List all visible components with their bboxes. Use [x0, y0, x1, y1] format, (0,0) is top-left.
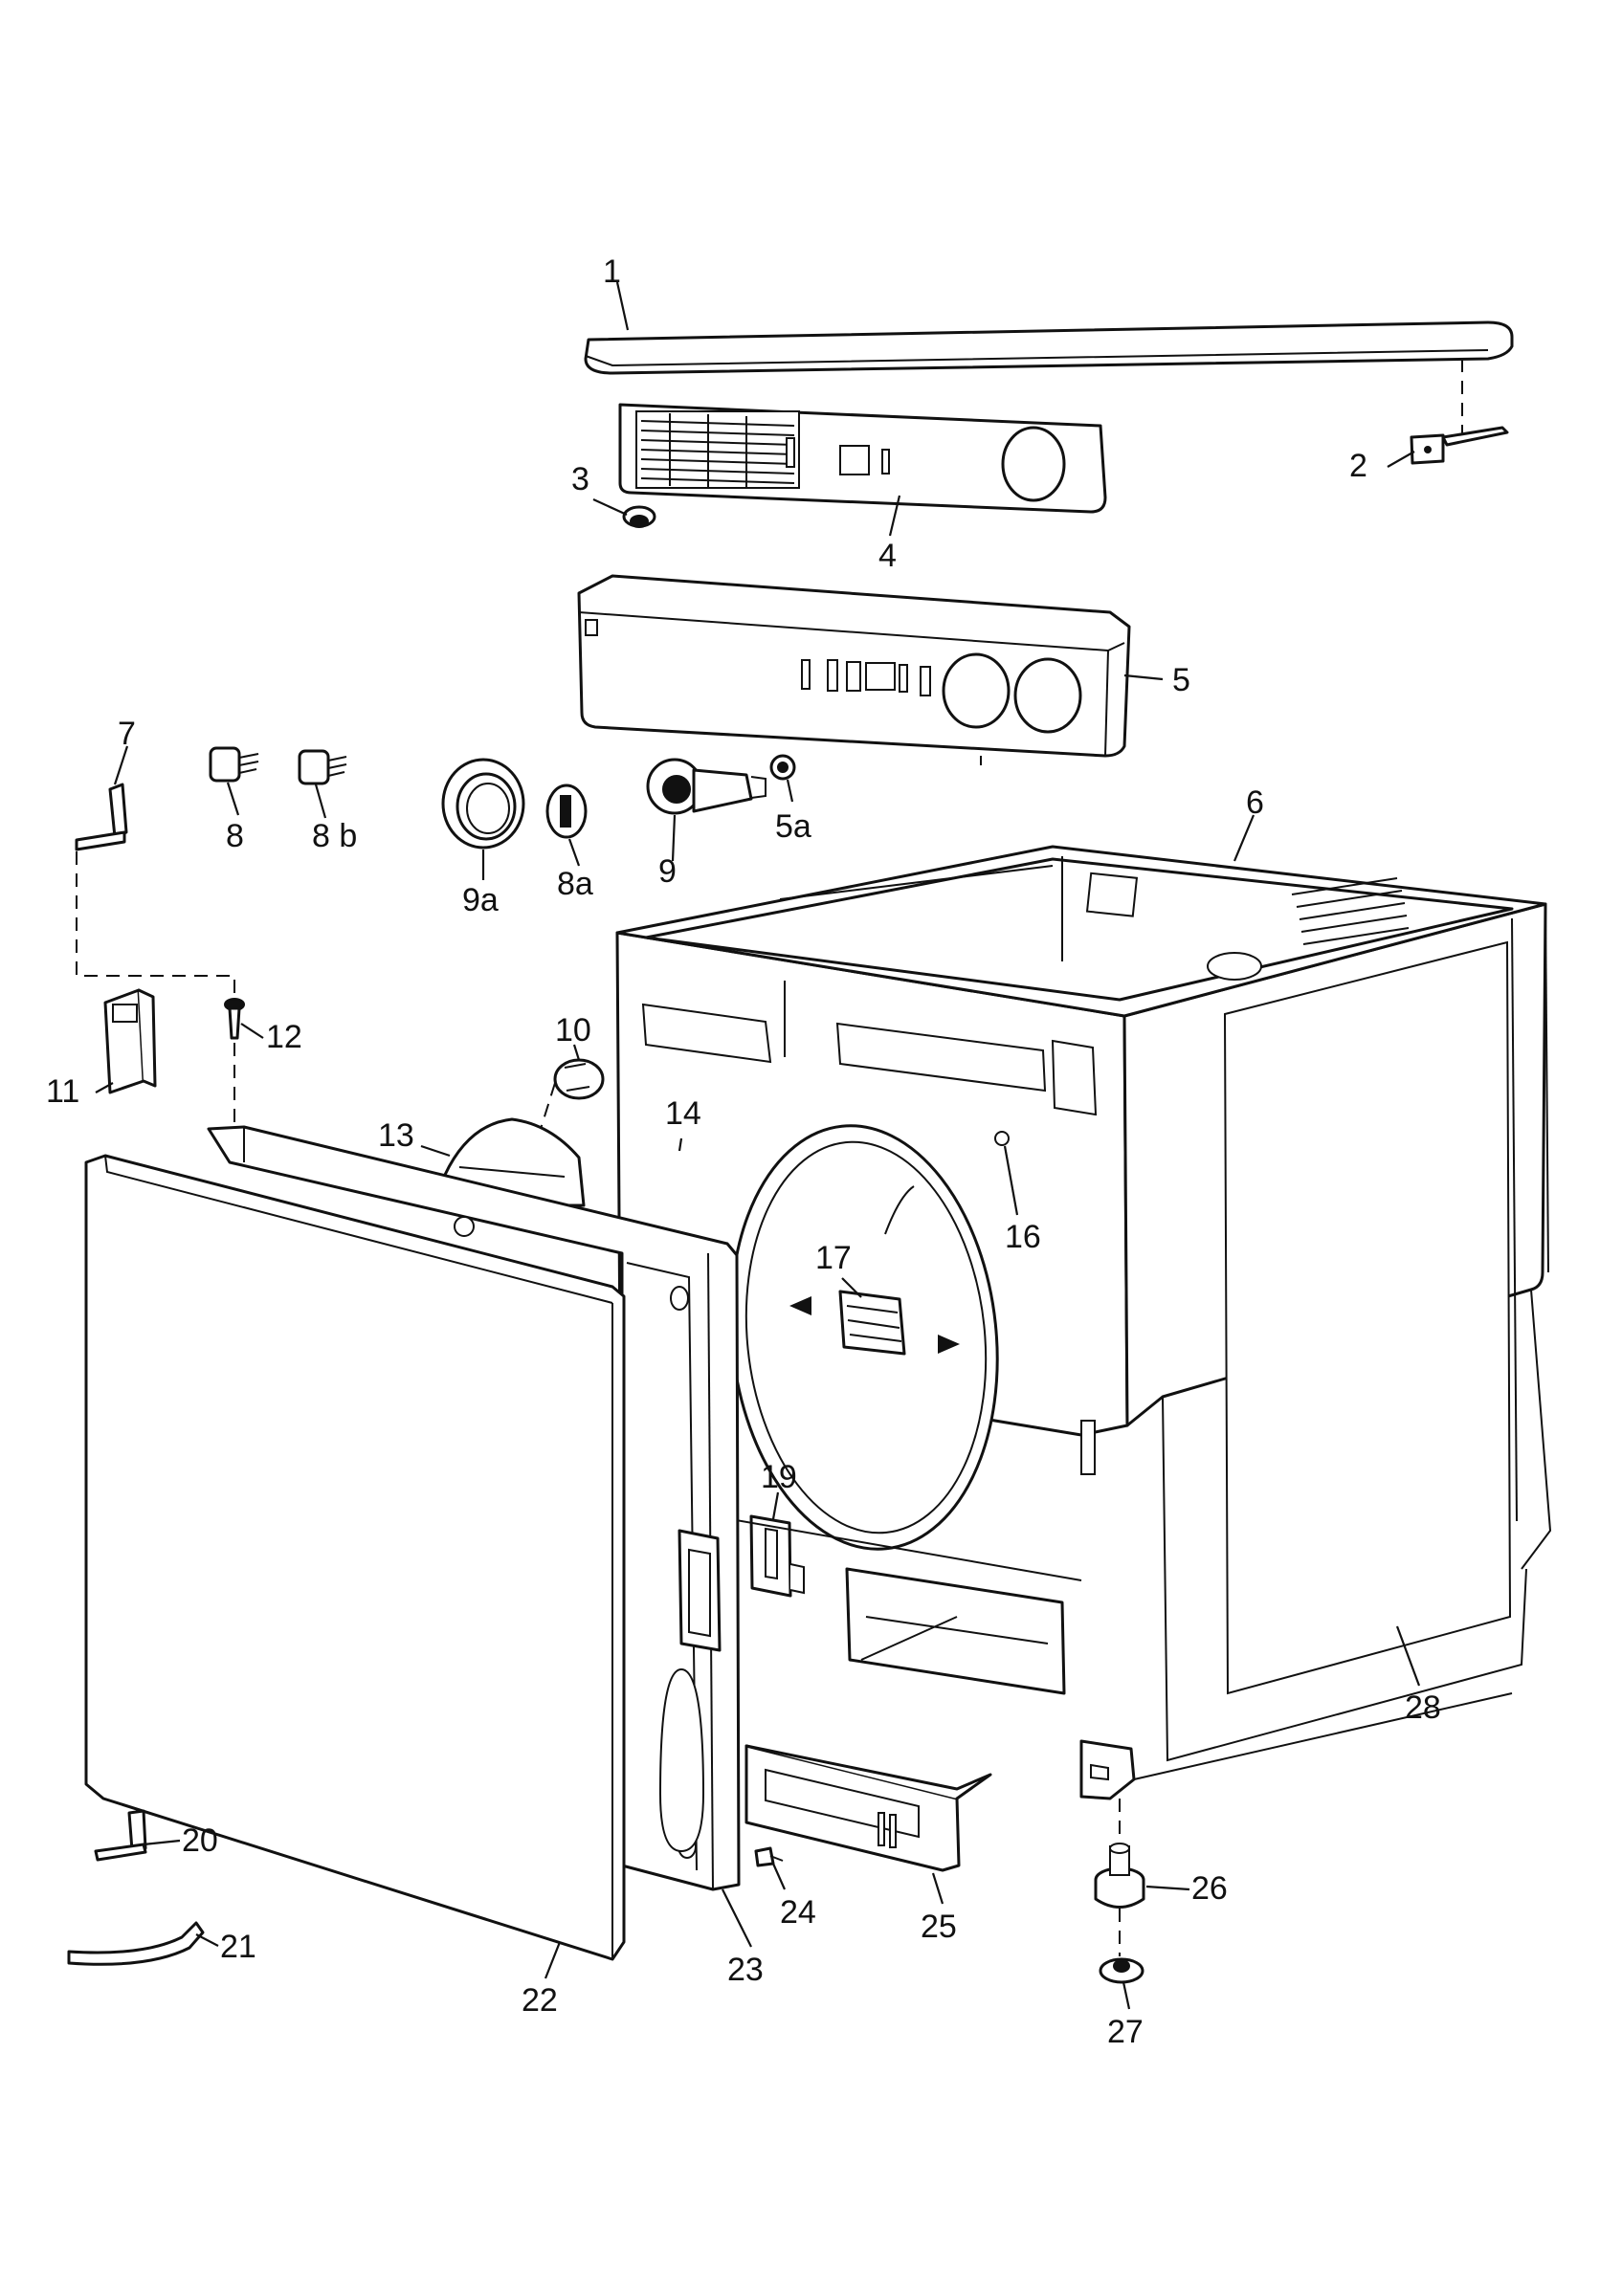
callout-8b: 8 b: [312, 818, 357, 854]
callout-7: 7: [118, 716, 136, 752]
callout-3: 3: [571, 461, 589, 497]
callout-8: 8: [226, 818, 244, 854]
part-9a-knob-ring: [441, 758, 525, 850]
part-5a-small-knob: [769, 754, 796, 781]
part-4-control-fascia: [618, 403, 1107, 514]
callout-19: 19: [761, 1459, 797, 1495]
part-1-top-cover: [584, 320, 1514, 375]
part-8-button: [209, 746, 259, 783]
callout-6: 6: [1246, 784, 1264, 821]
part-21-hose: [67, 1921, 205, 1966]
callout-11: 11: [46, 1073, 79, 1110]
callout-4: 4: [878, 538, 897, 574]
callout-21: 21: [220, 1929, 256, 1965]
callout-25: 25: [921, 1909, 957, 1945]
part-23-inner-frame: [207, 1125, 741, 1891]
part-12-pin: [224, 998, 245, 1040]
part-28-cabinet: [615, 845, 1552, 1800]
callout-28: 28: [1405, 1689, 1441, 1726]
callout-5a: 5a: [775, 808, 811, 845]
part-10-plug: [553, 1058, 605, 1100]
callout-1: 1: [603, 254, 621, 290]
callout-5: 5: [1172, 662, 1190, 698]
part-22-door-panel: [84, 1154, 626, 1961]
part-17-door-switch: [838, 1185, 915, 1356]
part-3-knob: [622, 505, 656, 528]
part-27-foot-pad: [1099, 1957, 1144, 1984]
callout-17: 17: [815, 1240, 852, 1276]
leader-lines: [95, 281, 1421, 2010]
part-20-clip: [94, 1809, 147, 1862]
callout-23: 23: [727, 1952, 764, 1988]
callout-14: 14: [665, 1095, 701, 1132]
callout-13: 13: [378, 1117, 414, 1154]
callout-24: 24: [780, 1894, 816, 1931]
part-25-kick-plate: [744, 1744, 992, 1872]
part-5-control-housing: [577, 574, 1131, 758]
part-2-bracket: [1410, 426, 1509, 465]
callout-9a: 9a: [462, 882, 499, 918]
part-19-microswitch: [749, 1514, 805, 1598]
callout-2: 2: [1349, 448, 1367, 484]
callout-10: 10: [555, 1012, 591, 1049]
part-24-screw: [754, 1846, 784, 1867]
part-26-foot: [1094, 1843, 1145, 1909]
part-11-latch: [103, 988, 157, 1094]
callout-12: 12: [266, 1019, 302, 1055]
part-8a-knob: [545, 784, 588, 839]
callout-labels: 1 2 3 4 5 5a 6 7 8 8 b 8a 9 9a 10 11 12 …: [46, 254, 1441, 2050]
assembly-lines: [76, 359, 1463, 1956]
callout-26: 26: [1191, 1870, 1228, 1907]
callout-27: 27: [1107, 2014, 1144, 2050]
callout-20: 20: [182, 1822, 218, 1859]
callout-9: 9: [658, 853, 677, 890]
callout-16: 16: [1005, 1219, 1041, 1255]
part-7-bracket: [75, 783, 128, 851]
part-9-rotary-switch: [646, 758, 767, 815]
callout-8a: 8a: [557, 866, 593, 902]
callout-22: 22: [522, 1982, 558, 2019]
part-8b-button: [298, 749, 347, 785]
